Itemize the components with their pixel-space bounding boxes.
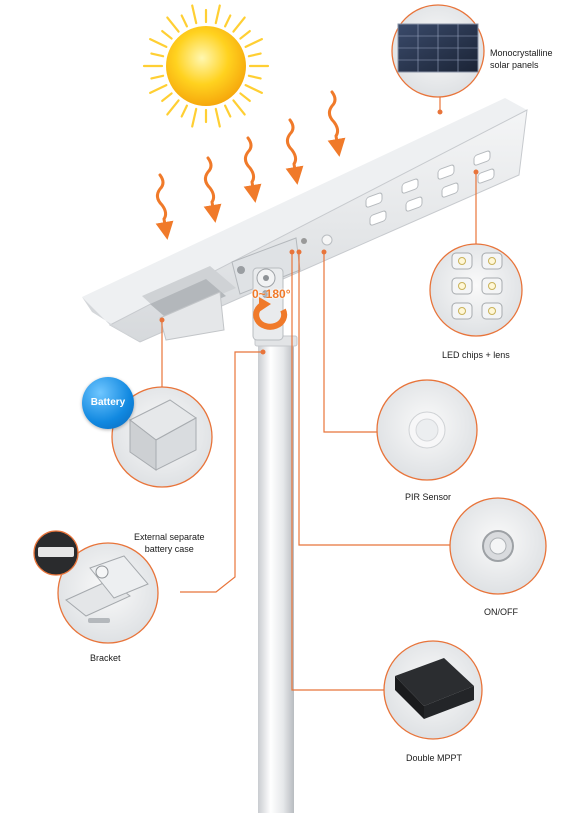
callout-bracket [57,542,159,644]
sun-ray [191,4,198,25]
callout-bracket-inset [33,530,79,576]
sun-ray [244,83,263,95]
led-lens [488,257,496,265]
sunray-arrows [155,90,346,240]
sun-ray [223,104,232,118]
led-lens [488,307,496,315]
battery-badge: Battery [82,377,134,429]
led-module [369,210,387,226]
sunray-arrow-icon [155,173,174,240]
led-module [441,182,459,198]
leader-lines [161,87,477,691]
sun-ray [247,52,262,58]
sunray-arrow-icon [243,136,262,203]
sun-ray [150,52,165,58]
label-pir-sensor: PIR Sensor [405,492,452,502]
sun-ray [180,104,189,118]
callout-battery [111,386,213,488]
led-lens [458,307,466,315]
sunray-arrow-icon [327,90,346,157]
pole [254,335,298,813]
label-double-mppt: Double MPPT [406,753,463,763]
callout-pir-sensor [376,379,478,481]
sun-ray [180,14,189,28]
lamp-head [82,98,528,343]
sun-ray [244,37,263,49]
led-lens [488,282,496,290]
sun-icon [142,4,270,128]
sun-ray [239,92,251,103]
label-bracket: Bracket [90,653,121,663]
label-solar-panels: Monocrystalline solar panels [490,48,553,70]
sunray-arrow-icon [203,156,222,223]
sun-ray [232,16,246,33]
sun-ray [232,99,246,116]
leader-dots [159,109,479,355]
sun-ray [150,74,165,80]
sun-ray [166,16,180,33]
callout-solar-panels [391,4,485,98]
sun-ray [247,74,262,80]
sun-ray [166,99,180,116]
led-module [473,150,491,166]
led-module [405,196,423,212]
callout-led-chips [429,243,523,337]
rotate-arrow-icon [253,297,288,330]
sun-ray [214,107,221,128]
sun-ray [161,92,173,103]
sunray-arrow-icon [285,118,304,185]
label-on-off: ON/OFF [484,607,518,617]
led-lens [458,257,466,265]
led-module [437,164,455,180]
sun-ray [191,107,198,128]
callout-on-off [449,497,547,595]
led-module [477,168,495,184]
label-led-chips: LED chips + lens [442,350,510,360]
sun-ray [161,29,173,40]
led-lens [458,282,466,290]
sun-ray [149,37,168,49]
sun-ray [149,83,168,95]
callout-double-mppt [383,640,483,740]
sun-ray [223,14,232,28]
sun-ray [239,29,251,40]
sun-ray [214,4,221,25]
led-module [401,178,419,194]
label-external-battery: External separate battery case [134,532,205,554]
led-module [365,192,383,208]
rotation-angle-label: 0~180° [252,287,291,301]
